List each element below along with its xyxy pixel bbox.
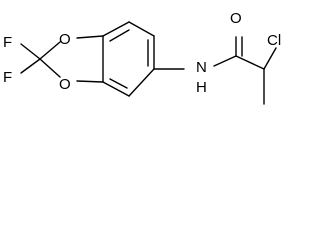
molecule-diagram: F F O O O N H Cl: [3, 10, 281, 105]
bond-o-ring-upper: [76, 35, 104, 39]
bond-ring-inner-3: [109, 78, 128, 89]
bond-ring-1: [102, 21, 130, 37]
atom-cl: Cl: [267, 32, 281, 49]
atom-f-lower: F: [3, 69, 12, 86]
bond-c-o-lower: [39, 58, 61, 78]
bond-ring-5: [102, 81, 130, 97]
bond-carbonyl-alpha: [235, 55, 265, 70]
bond-c-f-upper: [20, 43, 41, 60]
atom-o-ring-upper: O: [59, 31, 71, 48]
bond-n-carbonyl: [213, 55, 237, 67]
atom-n-hydrogen: H: [196, 79, 207, 96]
atom-o-ring-lower: O: [59, 76, 71, 93]
bond-c-o-upper: [39, 41, 61, 60]
atom-o-carbonyl: O: [230, 10, 242, 27]
bond-alpha-cl: [263, 47, 277, 70]
bond-o-ring-lower: [76, 80, 104, 83]
bond-ring-4: [128, 68, 155, 97]
bond-ring-2: [128, 21, 155, 37]
bond-ring-inner-1: [109, 29, 130, 42]
atom-f-upper: F: [3, 34, 12, 51]
bond-c-f-lower: [20, 58, 41, 74]
atom-n: N: [196, 59, 207, 76]
